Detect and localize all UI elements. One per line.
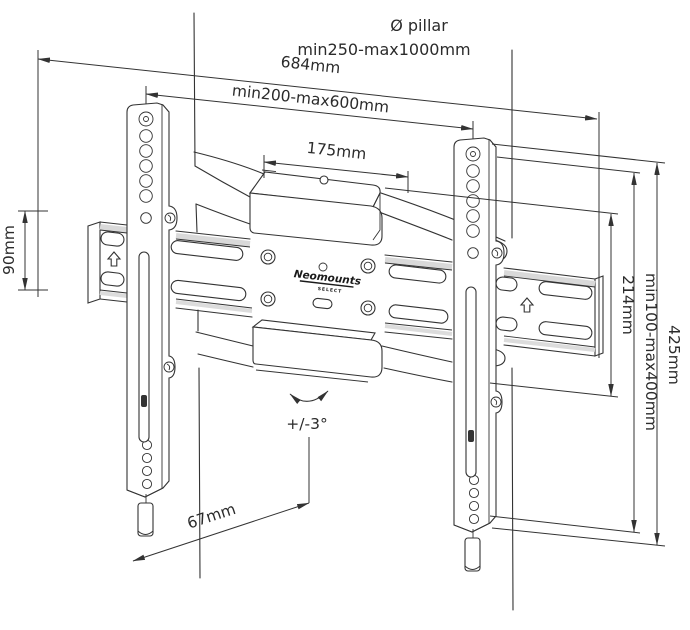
right-rail-holes: [465, 146, 481, 525]
right-rail-slot-lock: [468, 430, 474, 442]
dim-tilt-range: +/-3°: [286, 390, 329, 433]
dim-wallplate-height: 90mm: [0, 210, 48, 291]
top-clamp-screw: [319, 175, 329, 185]
dim-clamp-width-label: 175mm: [306, 139, 367, 163]
rotation-arc: [289, 390, 329, 405]
left-rail-pull-handle: [137, 494, 154, 537]
right-rail-pull-handle: [464, 529, 481, 572]
title-line1: Ø pillar: [390, 16, 448, 35]
dim-bracket-height-label: 425mm: [665, 325, 683, 385]
pillar-straps: [193, 151, 508, 383]
center-slot: [312, 297, 333, 310]
bottom-clamp-front-face: [252, 326, 383, 378]
up-arrow-marker-right: [519, 297, 535, 313]
brand-sub: SELECT: [317, 286, 342, 295]
wall-plate-slots: [100, 231, 593, 340]
wall-plate-left-endcap: [87, 221, 101, 304]
right-vesa-rail: [453, 137, 505, 572]
dim-wallplate-height-label: 90mm: [0, 225, 18, 275]
left-vesa-rail: [126, 102, 178, 537]
right-rail-body: [453, 137, 505, 533]
dim-bracket-height: 425mm: [491, 143, 683, 547]
left-rail-hooks: [163, 212, 176, 373]
brand-logo: Neomounts SELECT: [293, 268, 361, 295]
dim-tilt-label: +/-3°: [286, 415, 327, 433]
left-rail-body: [126, 102, 178, 498]
title-line2: min250-max1000mm: [297, 40, 470, 59]
bottom-clamp-block: [251, 319, 383, 383]
top-clamp-block: [249, 169, 383, 246]
center-hole: [318, 262, 328, 272]
pillar-diameter-label: Ø pillar min250-max1000mm: [297, 16, 470, 59]
left-rail-slot-lock: [141, 395, 147, 407]
right-rail-slot: [465, 286, 477, 478]
brand-name: Neomounts: [293, 268, 361, 288]
up-arrow-marker-left: [106, 251, 122, 267]
dim-depth-label: 67mm: [185, 500, 238, 533]
left-rail-slot: [138, 251, 150, 443]
top-clamp-front-face: [249, 192, 383, 246]
clamp-bolts: [260, 249, 376, 316]
right-rail-hooks: [490, 247, 503, 408]
